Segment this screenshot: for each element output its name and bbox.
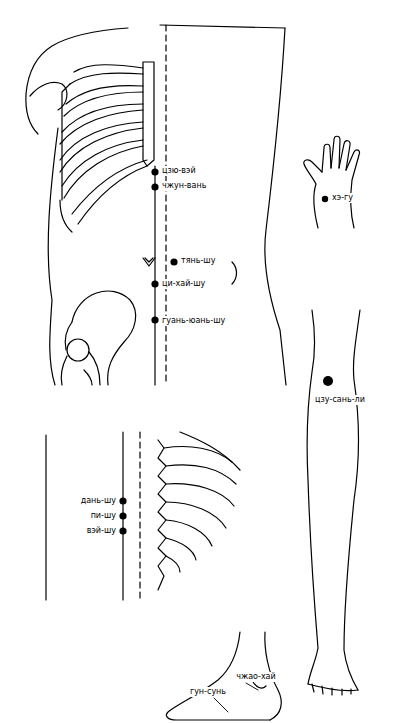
point-label: цзю-вэй: [161, 166, 197, 176]
point-label: цзу-сань-ли: [314, 395, 366, 405]
foot: [166, 632, 281, 720]
point-label: хэ-гу: [331, 193, 354, 203]
lower-leg: [307, 310, 360, 695]
back-torso: [46, 432, 240, 600]
point-label: гун-сунь: [189, 687, 227, 697]
point-label: чжун-вань: [161, 181, 207, 191]
point-label: дань-шу: [80, 496, 117, 506]
front-torso: [26, 25, 286, 385]
point-label: пи-шу: [90, 511, 117, 521]
hand: [304, 136, 360, 228]
point-label: вэй-шу: [86, 526, 117, 536]
acupoint-dots: [119, 168, 333, 534]
point-label: тянь-шу: [180, 256, 216, 266]
point-label: ци-хай-шу: [161, 279, 206, 289]
point-label: чжао-хай: [235, 672, 276, 682]
point-label: гуань-юань-шу: [161, 316, 226, 326]
